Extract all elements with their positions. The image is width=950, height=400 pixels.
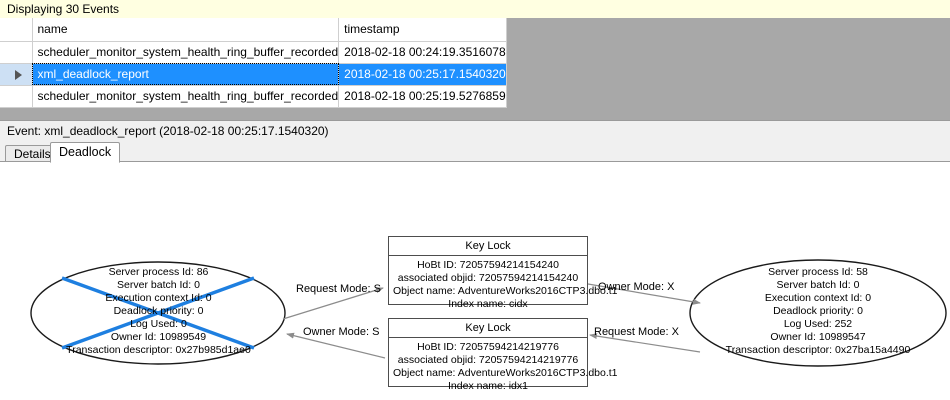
victim-cross-line-b bbox=[61, 276, 255, 350]
other-line-7: Transaction descriptor: 0x27ba15a4490 bbox=[725, 344, 911, 356]
resource-node-bottom[interactable]: Key Lock HoBt ID: 72057594214219776 asso… bbox=[388, 318, 618, 392]
cell-timestamp[interactable]: 2018-02-18 00:25:19.5276859 bbox=[338, 85, 507, 108]
resource-top-line-1: HoBt ID: 72057594214154240 bbox=[417, 259, 559, 271]
resource-bottom-line-4: Index name: idx1 bbox=[448, 380, 528, 392]
resource-top-line-3: Object name: AdventureWorks2016CTP3.dbo.… bbox=[393, 285, 618, 297]
victim-line-3: Execution context Id: 0 bbox=[105, 292, 212, 304]
events-panel: Displaying 30 Events name timestamp sche… bbox=[0, 0, 950, 121]
table-header-row: name timestamp bbox=[0, 18, 507, 42]
resource-top-line-2: associated objid: 72057594214154240 bbox=[397, 272, 579, 284]
event-header-label: Event: xml_deadlock_report (2018-02-18 0… bbox=[0, 121, 950, 142]
resource-bottom-body: HoBt ID: 72057594214219776 associated ob… bbox=[389, 338, 618, 397]
cell-name[interactable]: scheduler_monitor_system_health_ring_buf… bbox=[32, 41, 340, 64]
deadlock-graph-svg bbox=[30, 259, 947, 367]
other-line-4: Deadlock priority: 0 bbox=[773, 305, 863, 317]
resource-top-line-4: Index name: cidx bbox=[448, 298, 528, 310]
other-line-2: Server batch Id: 0 bbox=[776, 279, 860, 291]
tab-deadlock[interactable]: Deadlock bbox=[50, 142, 121, 163]
victim-line-5: Log Used: 0 bbox=[130, 318, 187, 330]
cell-name[interactable]: xml_deadlock_report bbox=[32, 63, 340, 86]
current-row-arrow-icon bbox=[15, 69, 23, 80]
other-line-6: Owner Id: 10989547 bbox=[770, 331, 866, 343]
victim-line-2: Server batch Id: 0 bbox=[117, 279, 200, 291]
column-header-name[interactable]: name bbox=[32, 18, 340, 42]
column-header-timestamp[interactable]: timestamp bbox=[338, 18, 507, 42]
other-process-ellipse[interactable] bbox=[689, 259, 947, 367]
deadlock-graph-canvas[interactable]: Server process Id: 86 Server batch Id: 0… bbox=[0, 161, 950, 400]
events-grid[interactable]: name timestamp scheduler_monitor_system_… bbox=[0, 18, 950, 120]
table-row-selected[interactable]: xml_deadlock_report 2018-02-18 00:25:17.… bbox=[0, 63, 507, 86]
other-line-1: Server process Id: 58 bbox=[768, 266, 868, 278]
edge-label-request-mode-x: Request Mode: X bbox=[594, 326, 679, 338]
row-marker[interactable] bbox=[0, 41, 33, 64]
events-caption: Displaying 30 Events bbox=[0, 0, 950, 18]
edge-request-mode-x bbox=[589, 333, 701, 353]
victim-line-6: Owner Id: 10989549 bbox=[110, 331, 207, 343]
row-marker-current[interactable] bbox=[0, 63, 33, 86]
other-line-3: Execution context Id: 0 bbox=[764, 292, 872, 304]
cell-timestamp[interactable]: 2018-02-18 00:24:19.3516078 bbox=[338, 41, 507, 64]
cell-name[interactable]: scheduler_monitor_system_health_ring_buf… bbox=[32, 85, 340, 108]
cell-timestamp[interactable]: 2018-02-18 00:25:17.1540320 bbox=[338, 63, 507, 86]
resource-bottom-line-3: Object name: AdventureWorks2016CTP3.dbo.… bbox=[393, 367, 618, 379]
resource-top-body: HoBt ID: 72057594214154240 associated ob… bbox=[389, 256, 618, 315]
edge-label-owner-mode-s: Owner Mode: S bbox=[303, 326, 380, 338]
edge-owner-mode-x bbox=[587, 283, 701, 305]
victim-process-text: Server process Id: 86 Server batch Id: 0… bbox=[32, 266, 285, 357]
victim-line-4: Deadlock priority: 0 bbox=[113, 305, 204, 317]
table-row[interactable]: scheduler_monitor_system_health_ring_buf… bbox=[0, 85, 507, 108]
victim-line-1: Server process Id: 86 bbox=[108, 266, 209, 278]
resource-bottom-line-2: associated objid: 72057594214219776 bbox=[397, 354, 579, 366]
other-process-text: Server process Id: 58 Server batch Id: 0… bbox=[690, 266, 946, 357]
edge-request-mode-s bbox=[282, 287, 384, 320]
resource-top-title: Key Lock bbox=[389, 237, 587, 256]
header-row-marker bbox=[0, 18, 33, 42]
edge-label-owner-mode-x: Owner Mode: X bbox=[598, 281, 675, 293]
resource-bottom-line-1: HoBt ID: 72057594214219776 bbox=[417, 341, 559, 353]
events-table: name timestamp scheduler_monitor_system_… bbox=[0, 18, 507, 108]
tab-strip: Details Deadlock bbox=[0, 142, 950, 163]
row-marker[interactable] bbox=[0, 85, 33, 108]
resource-bottom-title: Key Lock bbox=[389, 319, 587, 338]
resource-node-top[interactable]: Key Lock HoBt ID: 72057594214154240 asso… bbox=[388, 236, 618, 310]
table-row[interactable]: scheduler_monitor_system_health_ring_buf… bbox=[0, 41, 507, 64]
edge-owner-mode-s bbox=[286, 332, 386, 359]
victim-line-7: Transaction descriptor: 0x27b985d1ae0 bbox=[66, 344, 251, 356]
other-line-5: Log Used: 252 bbox=[783, 318, 853, 330]
edge-label-request-mode-s: Request Mode: S bbox=[296, 283, 381, 295]
